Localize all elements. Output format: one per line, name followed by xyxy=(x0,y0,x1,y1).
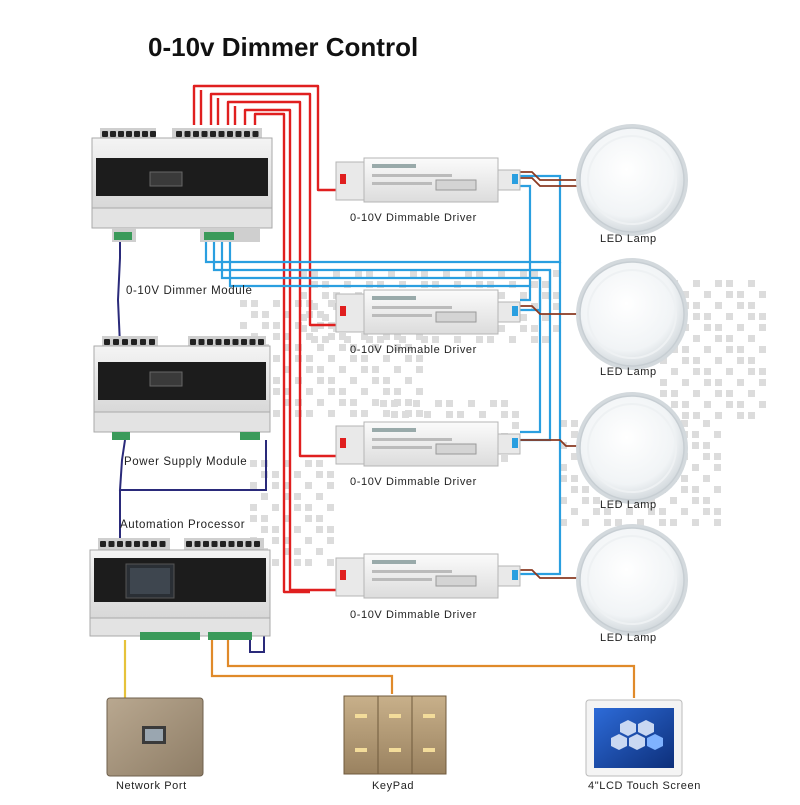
automation-processor-label: Automation Processor xyxy=(120,519,246,531)
automation-processor xyxy=(89,538,271,640)
led-lamp-1 xyxy=(576,124,688,236)
led-lamp-3 xyxy=(576,392,688,504)
driver-group xyxy=(335,157,521,599)
driver-label-2: 0-10V Dimmable Driver xyxy=(350,344,477,356)
led-lamp-2 xyxy=(576,258,688,370)
keypad xyxy=(343,695,447,775)
lamp-label-2: LED Lamp xyxy=(600,366,657,378)
power-supply-module xyxy=(93,336,271,440)
network-port-label: Network Port xyxy=(116,780,187,792)
dimmer-module-label: 0-10V Dimmer Module xyxy=(126,285,253,297)
dimmable-driver-3 xyxy=(335,421,521,467)
touch-screen xyxy=(585,699,683,777)
lamp-group xyxy=(576,124,688,636)
keypad-wires xyxy=(123,640,636,700)
network-port xyxy=(106,697,204,777)
lamp-label-4: LED Lamp xyxy=(600,632,657,644)
dimmable-driver-2 xyxy=(335,289,521,335)
driver-label-3: 0-10V Dimmable Driver xyxy=(350,476,477,488)
keypad-label: KeyPad xyxy=(372,780,415,792)
lamp-label-3: LED Lamp xyxy=(600,499,657,511)
power-wires xyxy=(192,84,336,594)
led-lamp-4 xyxy=(576,524,688,636)
power-supply-module-label: Power Supply Module xyxy=(124,456,248,468)
driver-label-4: 0-10V Dimmable Driver xyxy=(350,609,477,621)
dimmable-driver-1 xyxy=(335,157,521,203)
touch-screen-label: 4"LCD Touch Screen xyxy=(588,780,701,792)
dimmable-driver-4 xyxy=(335,553,521,599)
lamp-wires xyxy=(520,171,578,579)
driver-label-1: 0-10V Dimmable Driver xyxy=(350,212,477,224)
dimmer-module xyxy=(91,128,273,242)
lamp-label-1: LED Lamp xyxy=(600,233,657,245)
page-title: 0-10v Dimmer Control xyxy=(148,32,419,62)
